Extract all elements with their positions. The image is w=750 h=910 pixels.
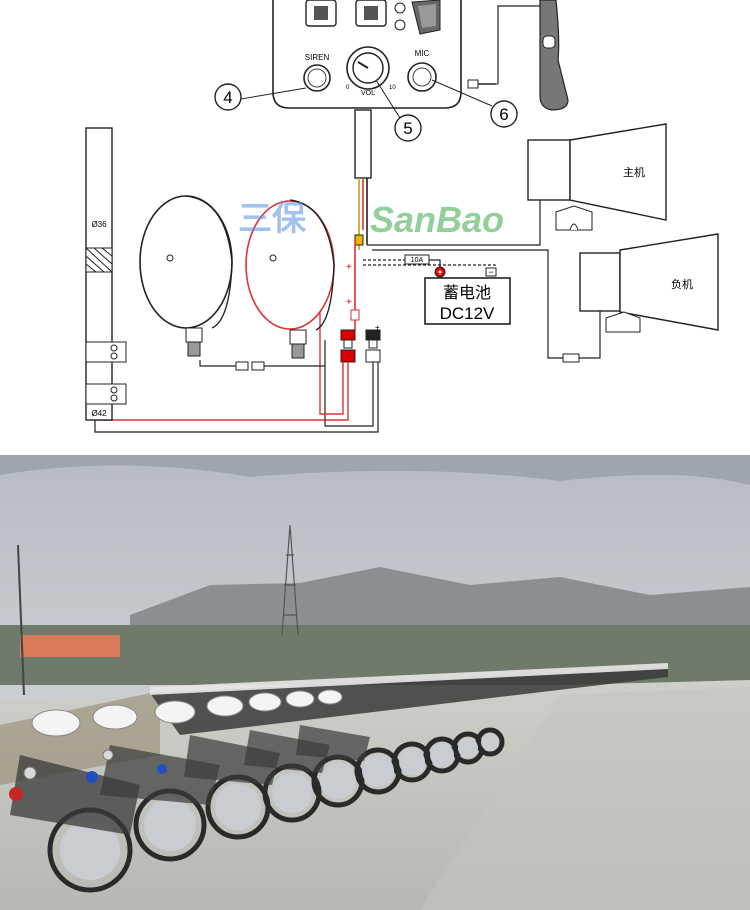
siren-label: SIREN: [305, 53, 330, 62]
secondary-speaker-horn: 负机: [579, 233, 719, 333]
microphone: [467, 0, 569, 111]
pole-bottom-dimension: Ø42: [91, 409, 107, 418]
main-speaker-horn: 主机: [527, 123, 667, 231]
svg-text:6: 6: [499, 105, 508, 124]
mounting-pole: Ø36 Ø42: [85, 127, 127, 421]
siren-controller: SIREN 0 10 VOL MIC: [272, 0, 462, 109]
wiring-diagram-svg: SIREN 0 10 VOL MIC 4 5 6: [85, 0, 719, 433]
fleet-photo-svg: [0, 455, 750, 910]
battery-title: 蓄电池: [443, 283, 491, 302]
polarity-plus-1: +: [346, 262, 352, 273]
yellow-connector: [354, 234, 364, 246]
svg-text:4: 4: [223, 88, 232, 107]
building: [20, 635, 120, 657]
red-connector-pair: [340, 329, 356, 363]
utility-pole: [17, 544, 25, 696]
vol-max-label: 10: [389, 85, 396, 91]
watermark-cn: 三保: [238, 199, 307, 239]
pole-clamp-2: [85, 383, 127, 405]
battery-voltage: DC12V: [440, 304, 495, 323]
main-speaker-label: 主机: [623, 165, 645, 179]
black-connector-pair: [365, 329, 381, 363]
watermark-en: SanBao: [370, 199, 504, 240]
svg-text:5: 5: [403, 119, 412, 138]
svg-text:−: −: [488, 267, 493, 277]
secondary-speaker-label: 负机: [671, 277, 693, 291]
motorcycle-row: [9, 663, 668, 893]
polarity-plus-3: +: [375, 323, 380, 332]
mic-label: MIC: [415, 49, 430, 58]
wiring-diagram: SIREN 0 10 VOL MIC 4 5 6: [85, 0, 719, 433]
toggle-switch-1-lever: [314, 6, 328, 20]
callout-5: 5: [375, 79, 422, 142]
fuse-label: 10A: [411, 257, 424, 264]
vol-label: VOL: [361, 90, 375, 97]
police-motorcycle-fleet-photo: [0, 455, 750, 910]
sanbao-watermark: 三保 SanBao: [238, 199, 504, 240]
pole-top-dimension: Ø36: [91, 220, 107, 229]
svg-text:+: +: [437, 267, 442, 277]
pole-clamp-1: [85, 341, 127, 363]
wire-secondary-speaker: [372, 249, 601, 359]
polarity-plus-2: +: [346, 297, 352, 308]
transmission-tower: [281, 524, 299, 636]
controller-cable-sheath: [354, 109, 372, 179]
warning-lamp-1: [139, 195, 236, 367]
mode-selector-knob: [394, 0, 441, 35]
callout-6: 6: [431, 79, 518, 128]
lamp-plug: [235, 361, 325, 371]
toggle-switch-2-lever: [364, 6, 378, 20]
battery: + − 蓄电池 DC12V: [424, 266, 511, 325]
vol-min-label: 0: [346, 85, 350, 91]
warning-lamp-2: [245, 199, 335, 359]
callout-4: 4: [214, 83, 307, 111]
